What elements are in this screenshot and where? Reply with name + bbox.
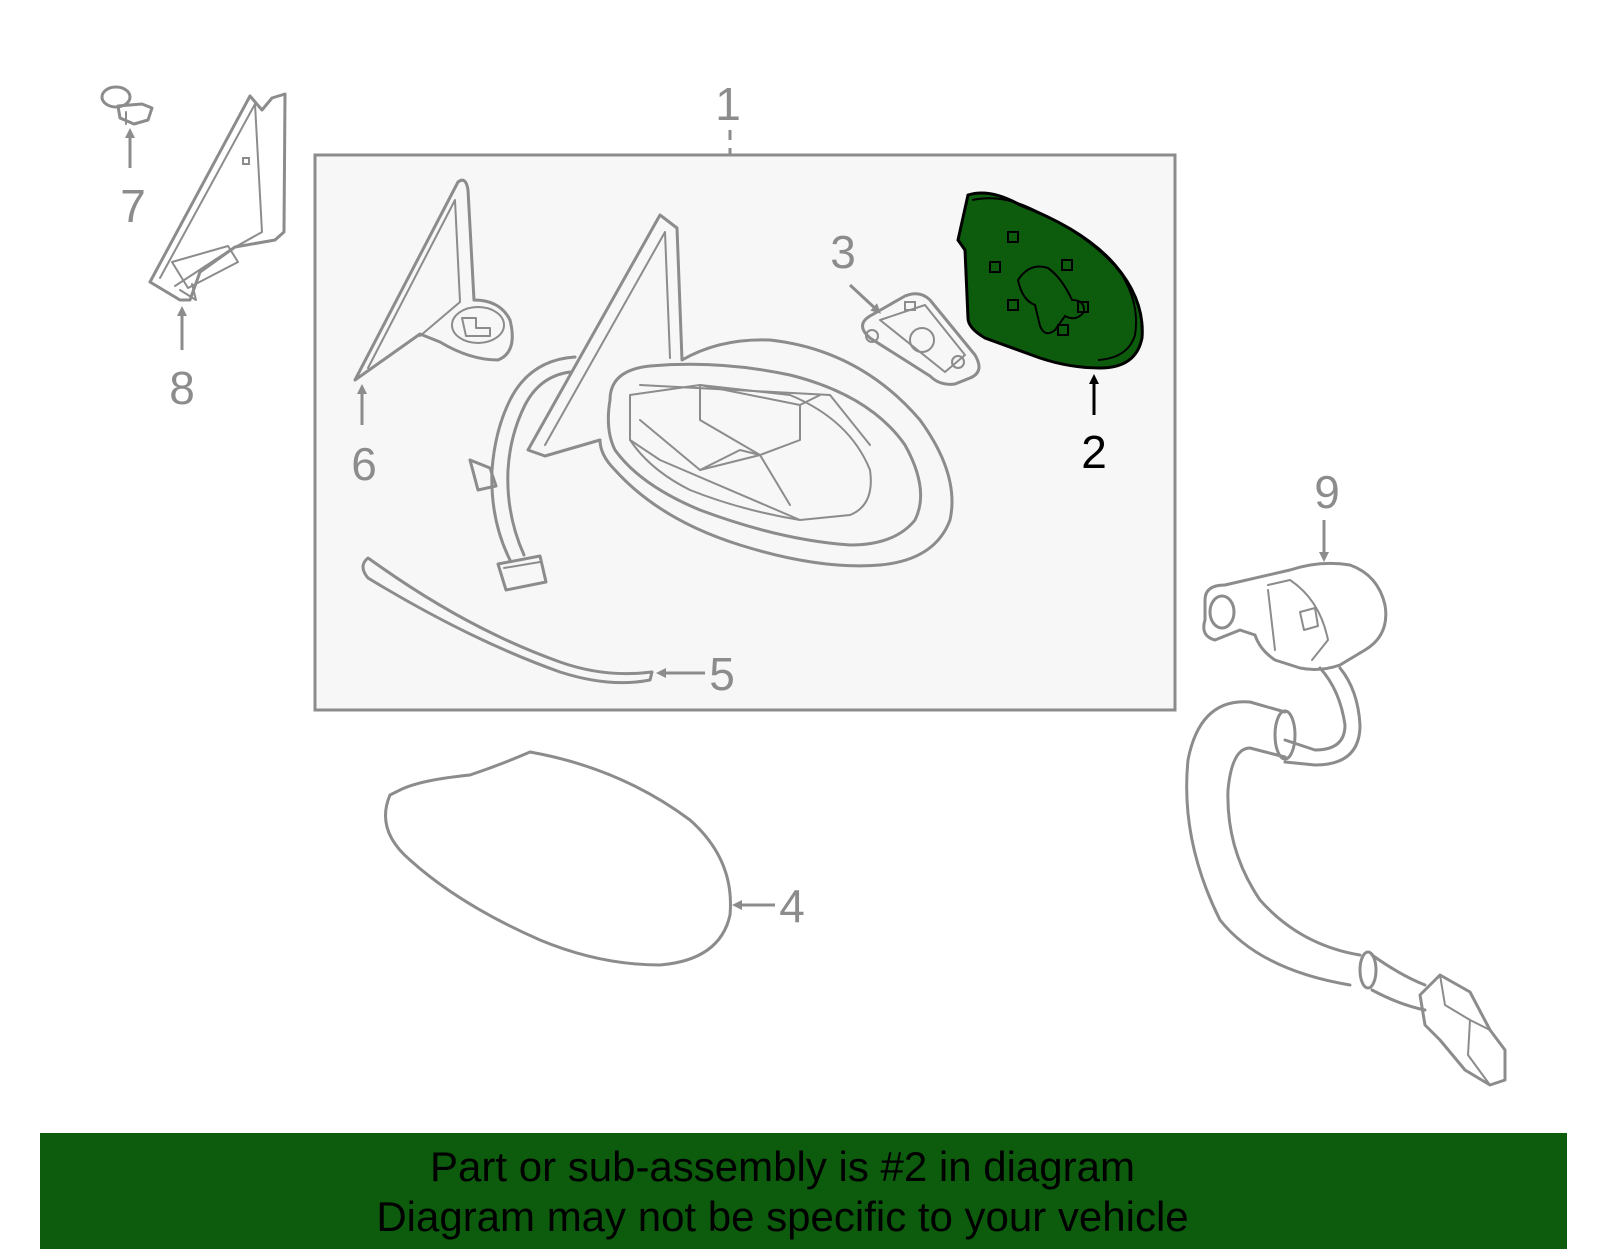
callout-7: 7 bbox=[120, 180, 146, 232]
bracket-part-8 bbox=[148, 92, 287, 302]
callout-9: 9 bbox=[1314, 466, 1340, 518]
info-banner: Part or sub-assembly is #2 in diagram Di… bbox=[40, 1133, 1567, 1249]
mirror-glass-part-2[interactable] bbox=[956, 191, 1144, 370]
callout-4: 4 bbox=[779, 880, 805, 932]
callout-1: 1 bbox=[715, 78, 741, 130]
callout-5: 5 bbox=[709, 648, 735, 700]
mirror-housing bbox=[526, 213, 954, 568]
screw-part-7 bbox=[100, 85, 154, 126]
banner-line-2: Diagram may not be specific to your vehi… bbox=[376, 1193, 1189, 1240]
callout-6: 6 bbox=[351, 438, 377, 490]
cover-cap-part-4 bbox=[384, 750, 732, 967]
trim-strip-part-5 bbox=[361, 556, 654, 685]
banner-line-1: Part or sub-assembly is #2 in diagram bbox=[430, 1143, 1135, 1190]
wiring-harness-part-9 bbox=[1185, 561, 1507, 1087]
callout-2: 2 bbox=[1081, 426, 1107, 478]
assembly-harness bbox=[468, 355, 577, 592]
mirror-base-part-6 bbox=[353, 178, 514, 382]
actuator-plate-part-3 bbox=[861, 292, 981, 386]
callout-3: 3 bbox=[830, 226, 856, 278]
callout-8: 8 bbox=[169, 362, 195, 414]
